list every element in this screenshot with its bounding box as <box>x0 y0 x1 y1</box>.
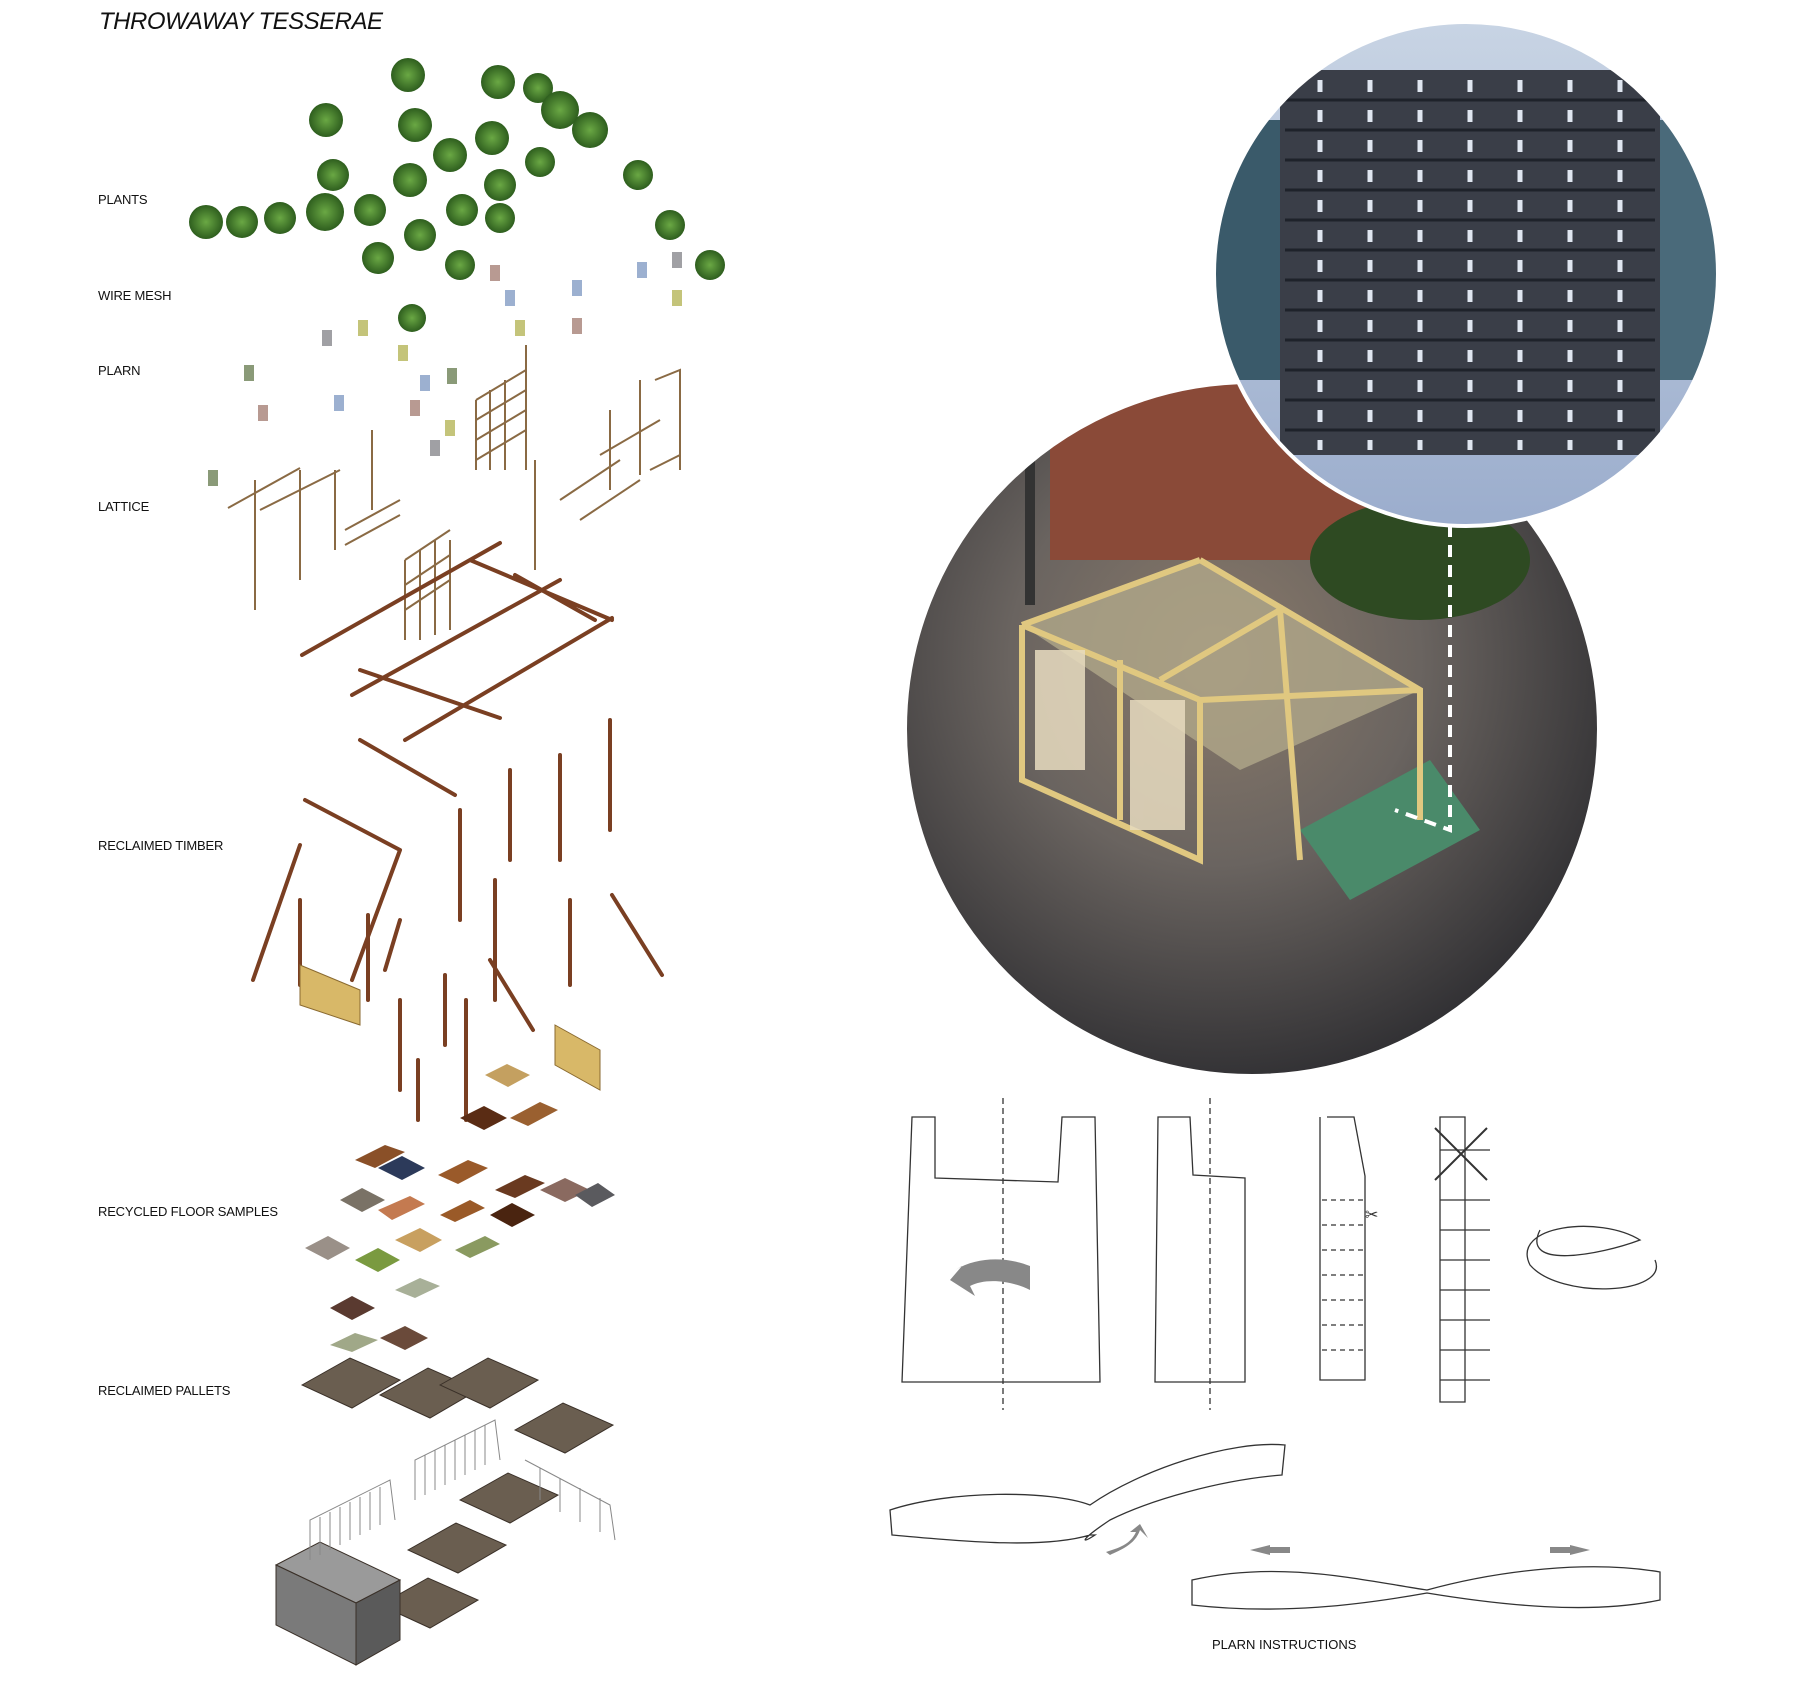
layer-label-wire-mesh: WIRE MESH <box>98 288 172 303</box>
pull-arrow-icon <box>1106 1524 1148 1555</box>
scissors-icon: ✂ <box>1365 1207 1378 1224</box>
right-arrow-icon <box>1550 1545 1590 1555</box>
layer-label-plants: PLANTS <box>98 192 148 207</box>
plarn-wire-mesh-tiles <box>208 252 682 486</box>
layer-label-recycled-floor-samples: RECYCLED FLOOR SAMPLES <box>98 1204 278 1219</box>
instructions-caption: PLARN INSTRUCTIONS <box>1212 1637 1357 1652</box>
floor-samples-layer <box>305 1064 615 1352</box>
page-title: THROWAWAY TESSERAE <box>99 8 383 35</box>
reclaimed-timber-layer <box>251 541 664 1122</box>
plarn-weave-photo <box>1214 22 1718 526</box>
callout-dashed-line <box>1394 525 1452 833</box>
loop-strip <box>1526 1225 1658 1290</box>
pallets-layer <box>274 1357 615 1666</box>
layer-label-reclaimed-pallets: RECLAIMED PALLETS <box>98 1383 231 1398</box>
pavilion-photo <box>906 383 1598 1075</box>
lattice-layer <box>227 345 681 640</box>
layer-label-lattice: LATTICE <box>98 499 150 514</box>
layer-label-plarn: PLARN <box>98 363 141 378</box>
bag-step-3 <box>1319 1116 1366 1381</box>
bag-step-1 <box>901 1116 1101 1383</box>
loops-step-4 <box>1439 1116 1490 1403</box>
layer-label-reclaimed-timber: RECLAIMED TIMBER <box>98 838 224 853</box>
barriers <box>309 1419 616 1560</box>
joining-loops <box>889 1443 1286 1544</box>
left-arrow-icon <box>1250 1545 1290 1555</box>
plants-layer <box>189 58 725 332</box>
fold-arrow-icon <box>950 1259 1030 1296</box>
bag-step-2 <box>1154 1116 1246 1383</box>
exploded-axonometric-diagram <box>189 58 725 1666</box>
stretched-loop <box>1191 1566 1661 1610</box>
